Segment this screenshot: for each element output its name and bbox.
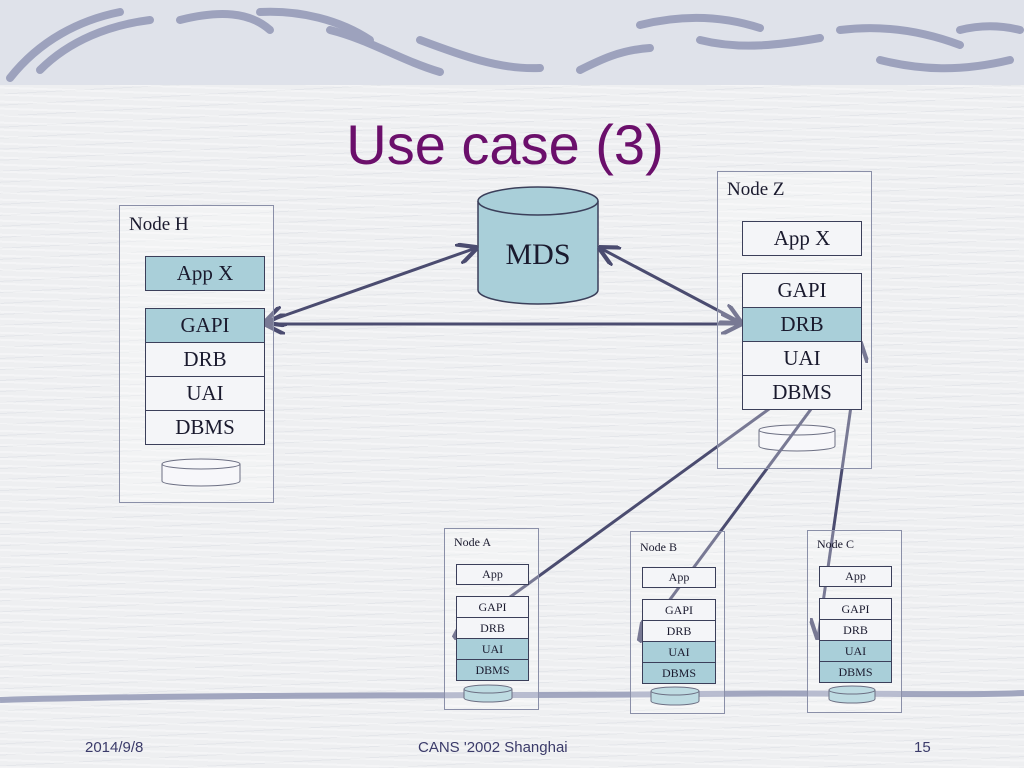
arrow-gapi-h-to-mds — [266, 248, 476, 322]
node-b-db-icon — [650, 686, 700, 706]
mds-label: MDS — [505, 238, 571, 271]
node-b-dbms-layer: DBMS — [642, 662, 716, 684]
node-z-app-box: App X — [742, 221, 862, 256]
node-a-gapi-layer: GAPI — [456, 596, 529, 618]
node-c-gapi-layer: GAPI — [819, 598, 892, 620]
node-a-drb-layer: DRB — [456, 617, 529, 639]
node-z-uai-layer: UAI — [742, 341, 862, 376]
footer-date: 2014/9/8 — [85, 739, 144, 756]
arrow-mds-to-drb-z — [600, 248, 740, 322]
page-number: 15 — [914, 739, 931, 756]
mds-database-icon — [477, 186, 599, 305]
node-h-uai-layer: UAI — [145, 376, 265, 411]
node-c-uai-layer: UAI — [819, 640, 892, 662]
node-b-uai-layer: UAI — [642, 641, 716, 663]
node-c-app-box: App — [819, 566, 892, 587]
node-a-label: Node A — [454, 535, 491, 549]
node-h-db-icon — [161, 458, 241, 487]
slide-title: Use case (3) — [346, 113, 664, 176]
node-a-uai-layer: UAI — [456, 638, 529, 660]
node-c-dbms-layer: DBMS — [819, 661, 892, 683]
node-h-dbms-layer: DBMS — [145, 410, 265, 445]
node-b-app-box: App — [642, 567, 716, 588]
node-z-gapi-layer: GAPI — [742, 273, 862, 308]
node-z-drb-layer: DRB — [742, 307, 862, 342]
node-z-label: Node Z — [727, 179, 785, 200]
node-h-app-box: App X — [145, 256, 265, 291]
decorative-header-band — [0, 0, 1024, 85]
node-b-drb-layer: DRB — [642, 620, 716, 642]
footer-brush-line — [0, 690, 1024, 703]
node-a-db-icon — [463, 684, 513, 703]
node-a-dbms-layer: DBMS — [456, 659, 529, 681]
node-c-db-icon — [828, 685, 876, 704]
node-a-app-box: App — [456, 564, 529, 585]
node-b-gapi-layer: GAPI — [642, 599, 716, 621]
node-b-label: Node B — [640, 540, 677, 554]
header-brush-strokes — [6, 7, 1024, 82]
node-h-label: Node H — [129, 214, 189, 235]
node-z-dbms-layer: DBMS — [742, 375, 862, 410]
node-c-drb-layer: DRB — [819, 619, 892, 641]
node-h-gapi-layer: GAPI — [145, 308, 265, 343]
node-c-label: Node C — [817, 537, 854, 551]
node-h-drb-layer: DRB — [145, 342, 265, 377]
footer-center-text: CANS '2002 Shanghai — [418, 739, 568, 756]
